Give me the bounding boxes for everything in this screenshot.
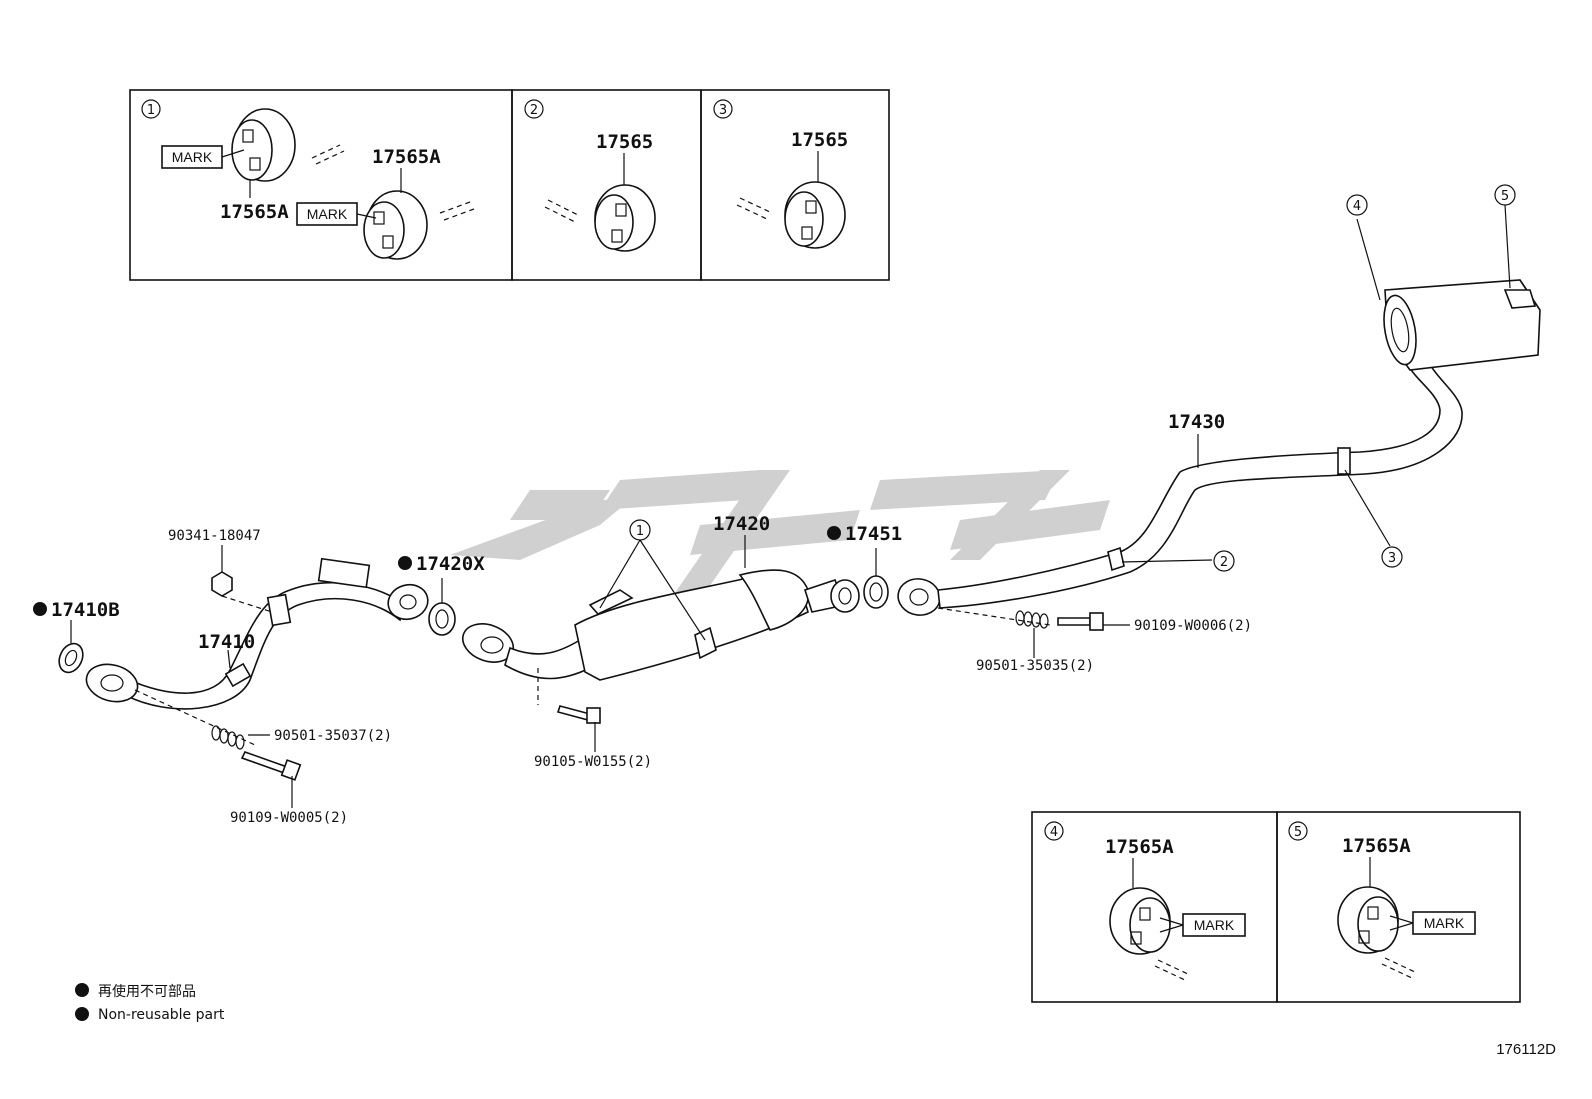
part-17565-inset2: 17565 <box>596 131 653 153</box>
label-90501-35037: 90501-35037(2) <box>274 728 392 744</box>
spring-90501-35035 <box>1015 610 1049 629</box>
part-17565-inset3: 17565 <box>791 129 848 151</box>
nonreusable-dot-17420x <box>398 556 412 570</box>
spring-90501-35037 <box>211 725 245 750</box>
part-17565a-lower: 17565A <box>220 201 289 223</box>
label-17451: 17451 <box>845 523 902 545</box>
hanger-17565-inset2 <box>594 184 656 252</box>
hanger-17565a-lower <box>363 190 428 260</box>
inset-1-number: 1 <box>147 103 155 118</box>
inset-3: 3 17565 <box>700 89 890 281</box>
label-90501-35035: 90501-35035(2) <box>976 658 1094 674</box>
inset-4: 4 17565A MARK <box>1031 811 1278 1003</box>
legend-dot-jp <box>75 983 89 997</box>
hanger-17565a-upper <box>231 108 296 182</box>
callout-1: 1 <box>636 524 644 539</box>
inset-4-number: 4 <box>1050 825 1058 840</box>
label-17430: 17430 <box>1168 411 1225 433</box>
label-90109-w0005: 90109-W0005(2) <box>230 810 348 826</box>
hanger-17565a-inset5 <box>1337 886 1399 954</box>
part-17565a-upper: 17565A <box>372 146 441 168</box>
mark-label-inset4: MARK <box>1194 917 1235 933</box>
bolt-90109-w0005 <box>240 751 302 781</box>
figure-code: 176112D <box>1496 1041 1556 1058</box>
tailpipe-17430 <box>897 279 1541 616</box>
inset-3-number: 3 <box>719 103 727 118</box>
bolt-90109-w0006 <box>1057 612 1104 631</box>
front-pipe-17410 <box>85 557 429 710</box>
label-17420x: 17420X <box>416 553 485 575</box>
nonreusable-dot-17451 <box>827 526 841 540</box>
gasket-17420x <box>428 602 456 636</box>
nonreusable-dot-17410b <box>33 602 47 616</box>
part-17565a-inset5: 17565A <box>1342 835 1411 857</box>
mark-label-inset5: MARK <box>1424 915 1465 931</box>
mark-label-upper: MARK <box>172 149 213 165</box>
label-17410: 17410 <box>198 631 255 653</box>
part-17565a-inset4: 17565A <box>1105 836 1174 858</box>
label-90105-w0155: 90105-W0155(2) <box>534 754 652 770</box>
inset-5-number: 5 <box>1294 825 1302 840</box>
callout-5: 5 <box>1501 189 1509 204</box>
callout-3: 3 <box>1388 551 1396 566</box>
legend-dot-en <box>75 1007 89 1021</box>
label-90109-w0006: 90109-W0006(2) <box>1134 618 1252 634</box>
inset-2: 2 17565 <box>511 89 702 281</box>
hanger-17565-inset3 <box>784 181 846 249</box>
legend-en: Non-reusable part <box>98 1007 225 1023</box>
label-17410b: 17410B <box>51 599 120 621</box>
bolt-90105-w0155 <box>556 705 601 724</box>
label-90341-18047: 90341-18047 <box>168 528 261 544</box>
gasket-17451 <box>863 575 889 609</box>
watermark-logo <box>450 470 1110 600</box>
inset-2-number: 2 <box>530 103 538 118</box>
gasket-17410b <box>58 642 84 674</box>
callout-4: 4 <box>1353 199 1361 214</box>
nut-90341-18047 <box>211 571 233 597</box>
converter-17420 <box>462 569 860 681</box>
legend-jp: 再使用不可部品 <box>98 983 196 1000</box>
inset-1: 1 MARK 17565A MARK 17565A <box>129 89 513 281</box>
hanger-17565a-inset4 <box>1109 887 1171 955</box>
callout-2: 2 <box>1220 555 1228 570</box>
inset-5: 5 17565A MARK <box>1276 811 1521 1003</box>
label-17420: 17420 <box>713 513 770 535</box>
mark-label-lower: MARK <box>307 206 348 222</box>
